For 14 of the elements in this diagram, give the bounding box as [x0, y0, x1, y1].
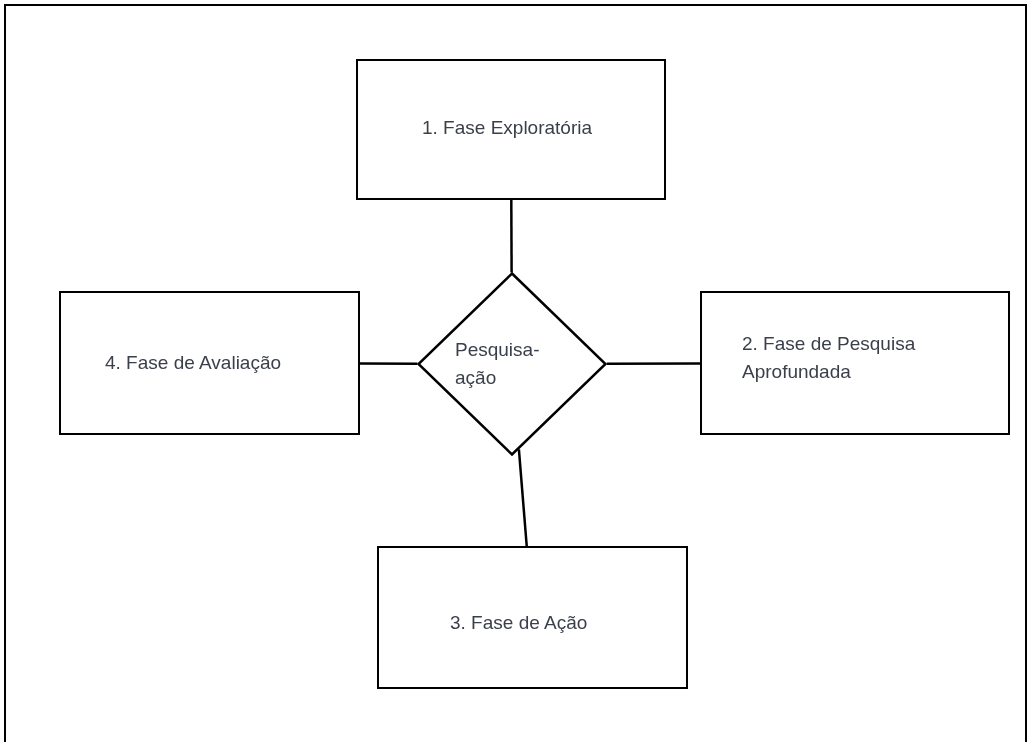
node-label: 1. Fase Exploratória	[422, 116, 593, 140]
process-box	[700, 291, 1010, 435]
connector-line	[517, 449, 528, 547]
connector-line	[510, 200, 513, 273]
node-label: Pesquisa-ação	[455, 338, 541, 390]
node-label: 4. Fase de Avaliação	[105, 351, 282, 375]
decision-diamond	[417, 272, 607, 456]
connector-line	[360, 362, 418, 365]
process-box	[377, 546, 688, 689]
process-box	[59, 291, 360, 435]
node-label: 3. Fase de Ação	[450, 610, 588, 635]
node-label: 2. Fase de Pesquisa Aprofundada	[742, 332, 917, 384]
connector-line	[606, 362, 700, 365]
process-box	[356, 59, 666, 200]
